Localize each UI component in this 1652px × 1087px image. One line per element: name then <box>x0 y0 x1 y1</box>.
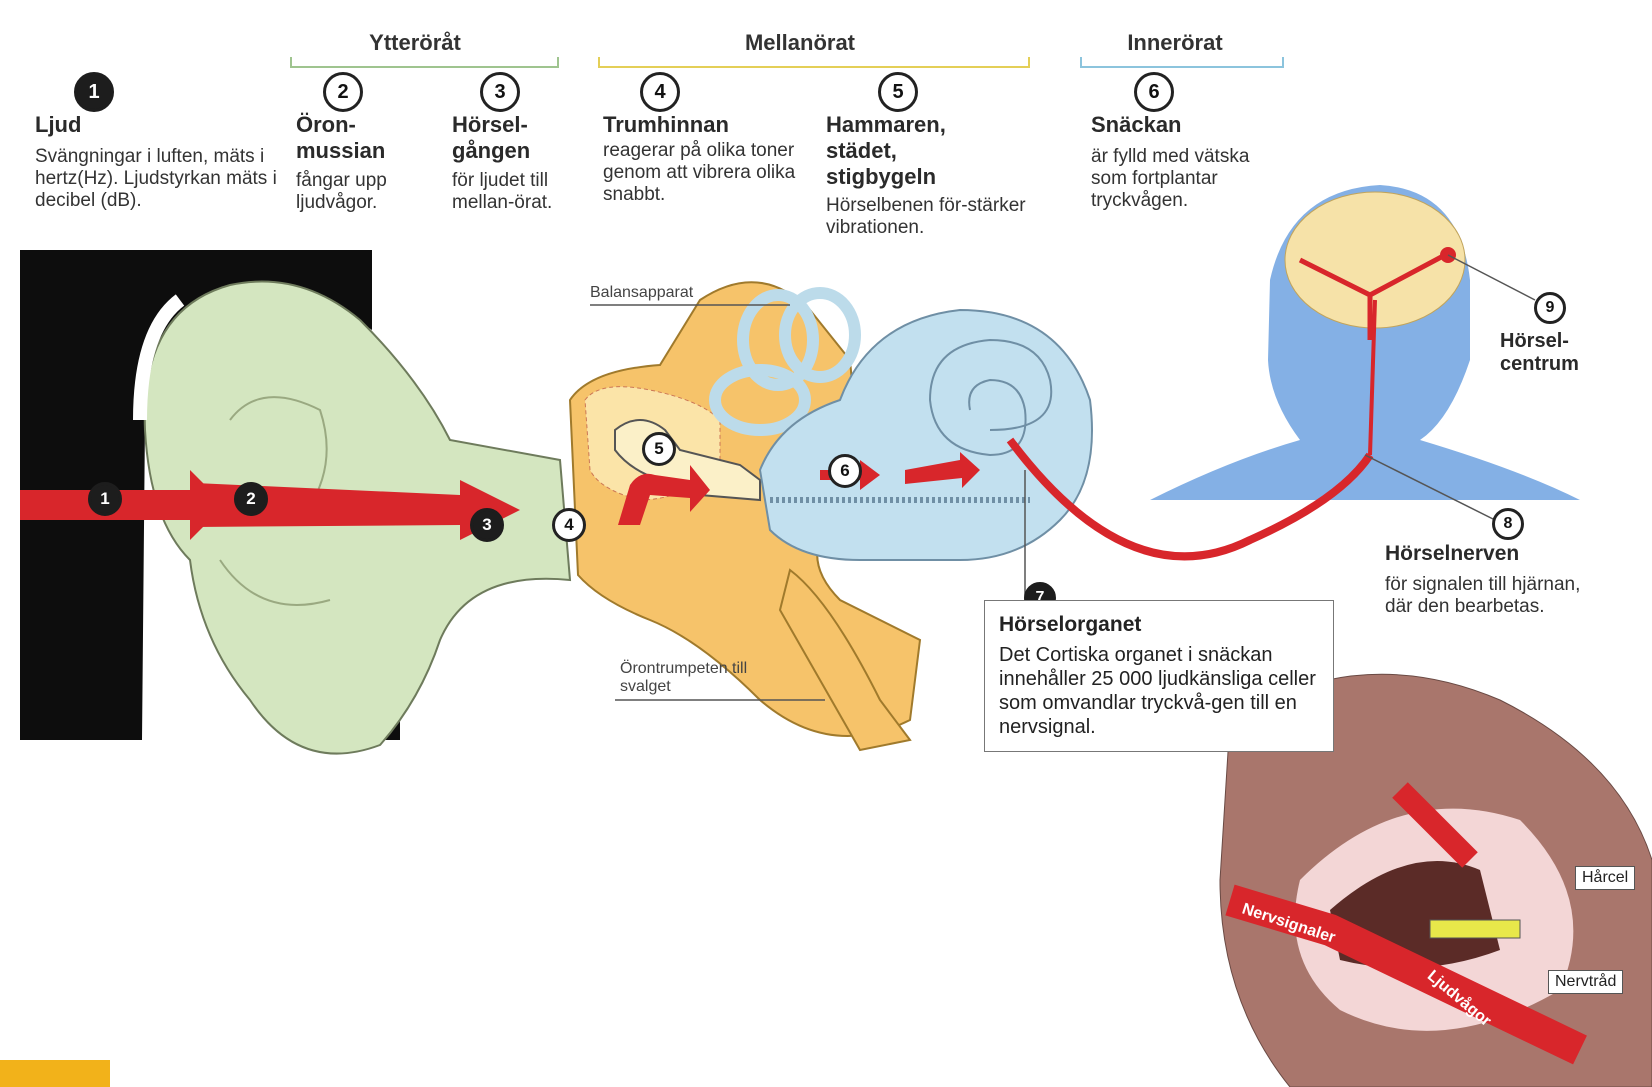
step-1-number: 1 <box>74 72 114 112</box>
step-9-number: 9 <box>1534 292 1566 324</box>
step-2-number: 2 <box>323 72 363 112</box>
step-4-number: 4 <box>640 72 680 112</box>
label-orontrumpeten: Örontrumpeten till svalget <box>620 660 790 696</box>
section-outer-ear-label: Ytteröråt <box>345 30 485 56</box>
step-1-title: Ljud <box>35 112 81 138</box>
step-2-title: Öron-mussian <box>296 112 416 164</box>
step-3-text: för ljudet till mellan-örat. <box>452 170 572 214</box>
step-2-text: fångar upp ljudvågor. <box>296 170 431 214</box>
label-balansapparat: Balansapparat <box>590 284 693 302</box>
section-inner-ear-label: Innerörat <box>1100 30 1250 56</box>
arrow-number-1: 1 <box>88 482 122 516</box>
step-6-text: är fylld med vätska som fortplantar tryc… <box>1091 146 1251 212</box>
step-5-text: Hörselbenen för-stärker vibrationen. <box>826 195 1056 239</box>
callout-7-text: Det Cortiska organet i snäckan innehålle… <box>999 643 1319 739</box>
step-3-title: Hörsel-gången <box>452 112 562 164</box>
step-5-number: 5 <box>878 72 918 112</box>
callout-7-title: Hörselorganet <box>999 613 1319 637</box>
arrow-number-2: 2 <box>234 482 268 516</box>
section-outer-ear-bar <box>290 57 559 68</box>
arrow-number-5: 5 <box>642 432 676 466</box>
arrow-number-6: 6 <box>828 454 862 488</box>
step-6-number: 6 <box>1134 72 1174 112</box>
arrow-number-3: 3 <box>470 508 504 542</box>
section-inner-ear-bar <box>1080 57 1284 68</box>
step-9-title: Hörsel-centrum <box>1500 330 1610 376</box>
step-3-number: 3 <box>480 72 520 112</box>
logo-fragment <box>0 1060 110 1087</box>
callout-horselorganet: Hörselorganet Det Cortiska organet i snä… <box>984 600 1334 752</box>
step-8-text: för signalen till hjärnan, där den bearb… <box>1385 574 1585 618</box>
step-8-number: 8 <box>1492 508 1524 540</box>
arrow-number-4: 4 <box>552 508 586 542</box>
label-nervtrad: Nervtråd <box>1548 970 1623 994</box>
step-8-title: Hörselnerven <box>1385 542 1519 566</box>
section-middle-ear-bar <box>598 57 1030 68</box>
step-4-text: reagerar på olika toner genom att vibrer… <box>603 140 813 206</box>
step-1-text: Svängningar i luften, mäts i hertz(Hz). … <box>35 146 280 212</box>
step-6-title: Snäckan <box>1091 112 1182 138</box>
step-4-title: Trumhinnan <box>603 112 729 138</box>
label-harcell: Hårcel <box>1575 866 1635 890</box>
step-5-title: Hammaren, städet, stigbygeln <box>826 112 996 190</box>
section-middle-ear-label: Mellanörat <box>700 30 900 56</box>
